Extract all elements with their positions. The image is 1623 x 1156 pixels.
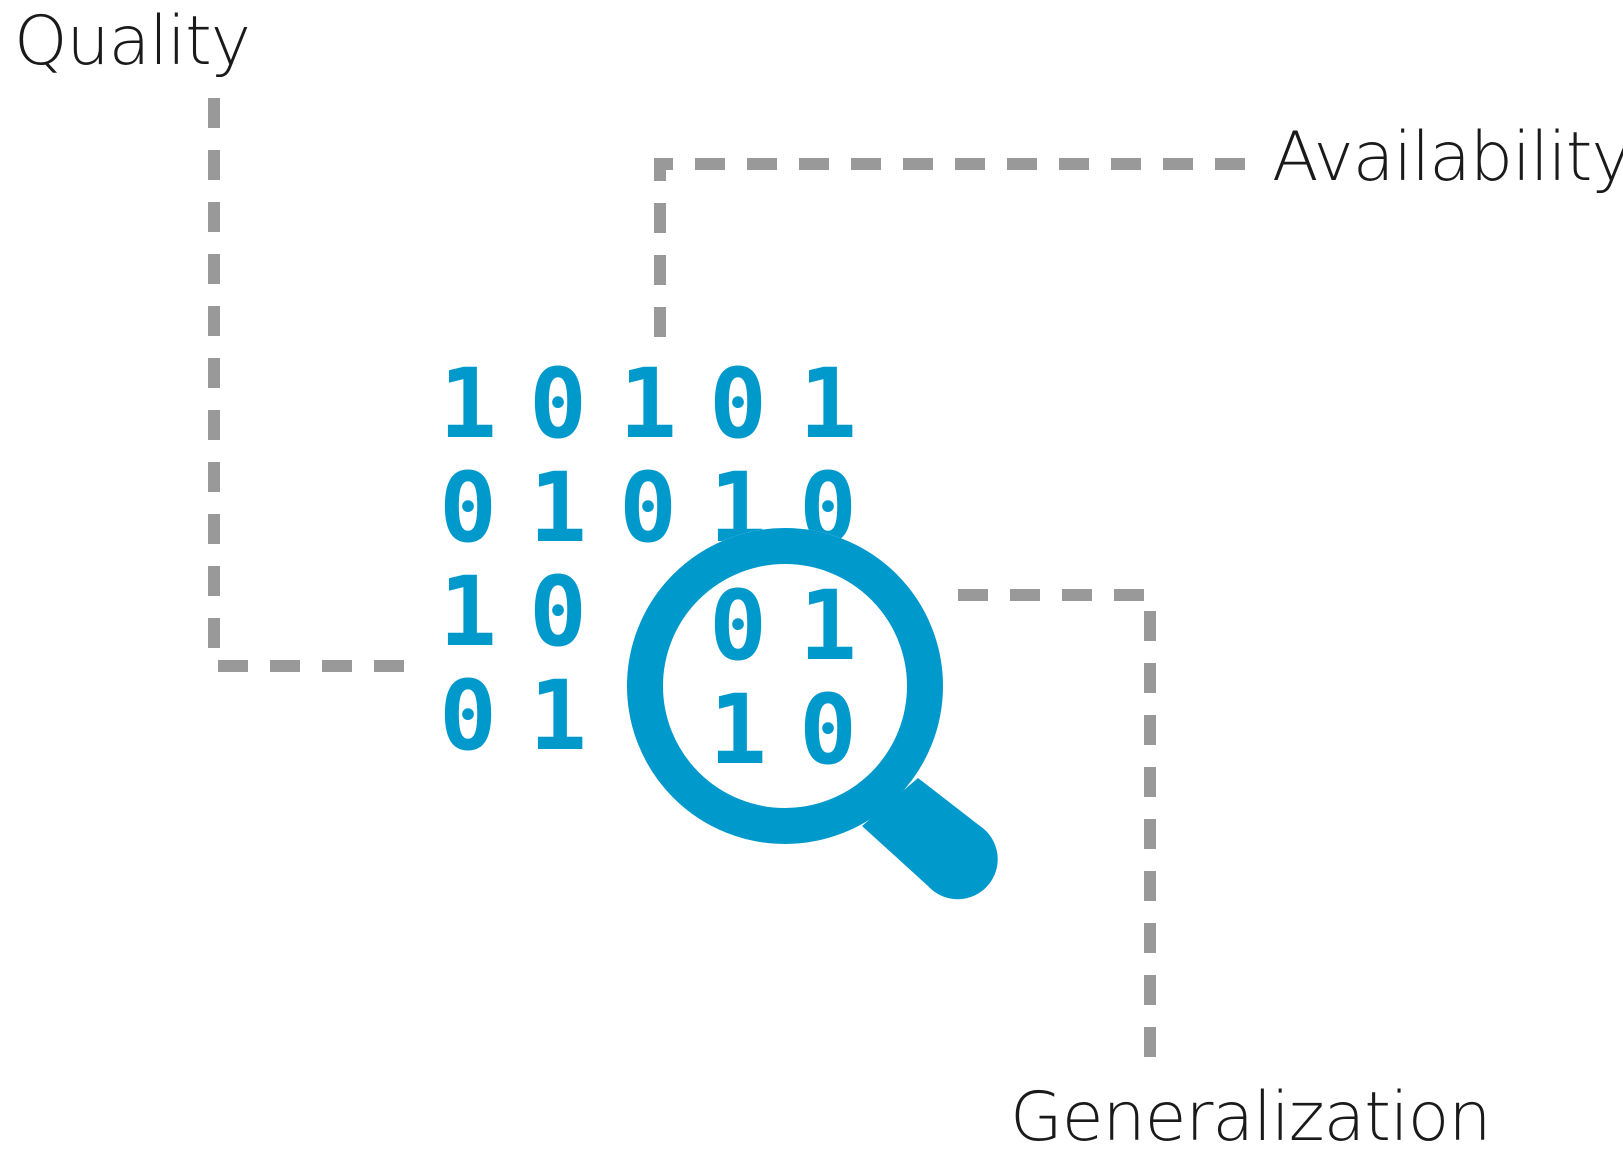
- binary-digit-0-1: 0: [529, 348, 587, 460]
- magnified-digit-0-0: 0: [709, 570, 767, 682]
- binary-digit-2-0: 1: [439, 556, 497, 668]
- quality-connector: [208, 98, 412, 672]
- binary-digit-0-2: 1: [619, 348, 677, 460]
- binary-digit-1-2: 0: [619, 452, 677, 564]
- binary-digit-3-0: 0: [439, 660, 497, 772]
- binary-digit-3-1: 1: [529, 660, 587, 772]
- magnified-digit-0-1: 1: [799, 570, 857, 682]
- binary-digit-0-3: 0: [709, 348, 767, 460]
- generalization-connector: [958, 589, 1156, 1068]
- binary-digit-2-1: 0: [529, 556, 587, 668]
- binary-digit-1-1: 1: [529, 452, 587, 564]
- binary-digit-1-0: 0: [439, 452, 497, 564]
- magnifying-glass-icon: [627, 528, 998, 900]
- availability-connector: [654, 158, 1245, 350]
- binary-digit-0-0: 1: [439, 348, 497, 460]
- generalization-label: Generalization: [1010, 1078, 1491, 1156]
- magnified-digit-1-0: 1: [709, 674, 767, 786]
- quality-label: Quality: [14, 2, 251, 81]
- availability-label: Availability: [1272, 118, 1623, 197]
- binary-digit-0-4: 1: [799, 348, 857, 460]
- magnified-digit-1-1: 0: [799, 674, 857, 786]
